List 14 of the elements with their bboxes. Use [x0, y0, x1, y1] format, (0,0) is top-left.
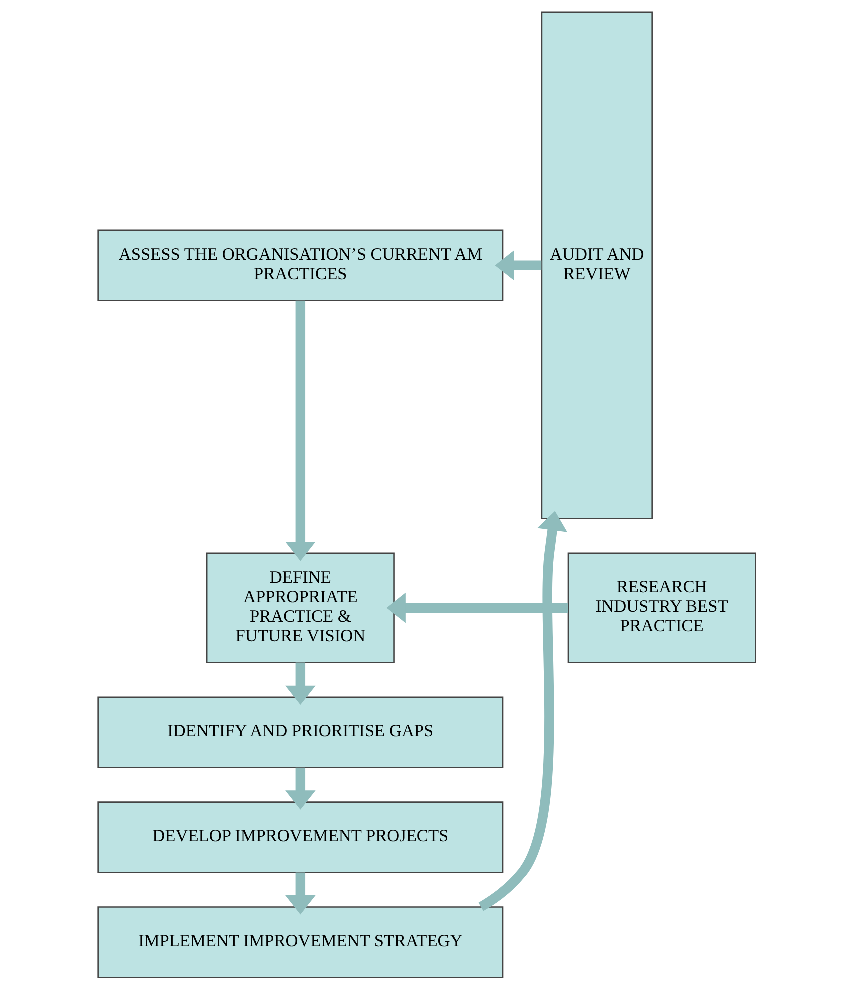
arrow [495, 250, 542, 281]
node-box: IDENTIFY AND PRIORITISE GAPS [98, 696, 504, 768]
arrow [286, 300, 316, 562]
node-box: IMPLEMENT IMPROVEMENT STRATEGY [98, 906, 504, 978]
node-box: AUDIT AND REVIEW [541, 12, 653, 520]
arrow [286, 872, 316, 915]
arrow [478, 511, 568, 912]
node-box: DEVELOP IMPROVEMENT PROJECTS [98, 802, 504, 874]
arrow [386, 592, 568, 624]
node-box: ASSESS THE ORGANISATION’S CURRENT AM PRACTICES [98, 230, 504, 302]
node-box: DEFINE APPROPRIATE PRACTICE & FUTURE VISION [206, 552, 395, 664]
node-box: RESEARCH INDUSTRY BEST PRACTICE [568, 552, 756, 664]
arrow [286, 768, 316, 810]
arrow [286, 662, 316, 706]
